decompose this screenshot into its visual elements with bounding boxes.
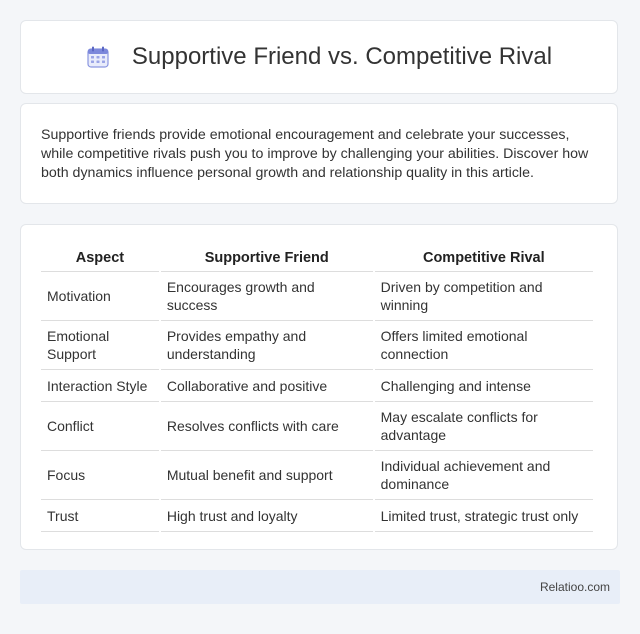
table-row: Emotional Support Provides empathy and u… bbox=[41, 321, 593, 370]
cell-friend: Provides empathy and understanding bbox=[160, 321, 373, 370]
intro-card: Supportive friends provide emotional enc… bbox=[20, 103, 618, 204]
cell-friend: High trust and loyalty bbox=[160, 500, 373, 532]
table-row: Focus Mutual benefit and support Individ… bbox=[41, 451, 593, 500]
cell-aspect: Motivation bbox=[41, 272, 159, 321]
cell-aspect: Focus bbox=[41, 451, 159, 500]
cell-aspect: Conflict bbox=[41, 402, 159, 451]
cell-rival: Challenging and intense bbox=[374, 370, 593, 402]
cell-aspect: Emotional Support bbox=[41, 321, 159, 370]
table-row: Trust High trust and loyalty Limited tru… bbox=[41, 500, 593, 532]
cell-rival: Limited trust, strategic trust only bbox=[374, 500, 593, 532]
header-competitive-rival: Competitive Rival bbox=[374, 247, 593, 272]
table-row: Conflict Resolves conflicts with care Ma… bbox=[41, 402, 593, 451]
calendar-icon bbox=[86, 45, 110, 69]
cell-rival: Individual achievement and dominance bbox=[374, 451, 593, 500]
cell-friend: Resolves conflicts with care bbox=[160, 402, 373, 451]
intro-text: Supportive friends provide emotional enc… bbox=[41, 127, 589, 181]
footer-bar: Relatioo.com bbox=[20, 570, 620, 604]
comparison-card: Aspect Supportive Friend Competitive Riv… bbox=[20, 224, 618, 550]
comparison-table: Aspect Supportive Friend Competitive Riv… bbox=[39, 247, 595, 532]
cell-rival: May escalate conflicts for advantage bbox=[374, 402, 593, 451]
title-wrap: Supportive Friend vs. Competitive Rival bbox=[86, 43, 552, 71]
table-header-row: Aspect Supportive Friend Competitive Riv… bbox=[41, 247, 593, 272]
table-row: Interaction Style Collaborative and posi… bbox=[41, 370, 593, 402]
header-aspect: Aspect bbox=[41, 247, 159, 272]
cell-aspect: Trust bbox=[41, 500, 159, 532]
cell-friend: Collaborative and positive bbox=[160, 370, 373, 402]
title-card: Supportive Friend vs. Competitive Rival bbox=[20, 20, 618, 94]
page-title: Supportive Friend vs. Competitive Rival bbox=[131, 43, 553, 70]
header-supportive-friend: Supportive Friend bbox=[160, 247, 373, 272]
footer-brand[interactable]: Relatioo.com bbox=[539, 580, 610, 594]
cell-rival: Offers limited emotional connection bbox=[374, 321, 593, 370]
cell-friend: Encourages growth and success bbox=[160, 272, 373, 321]
cell-aspect: Interaction Style bbox=[41, 370, 159, 402]
cell-rival: Driven by competition and winning bbox=[374, 272, 593, 321]
table-row: Motivation Encourages growth and success… bbox=[41, 272, 593, 321]
cell-friend: Mutual benefit and support bbox=[160, 451, 373, 500]
